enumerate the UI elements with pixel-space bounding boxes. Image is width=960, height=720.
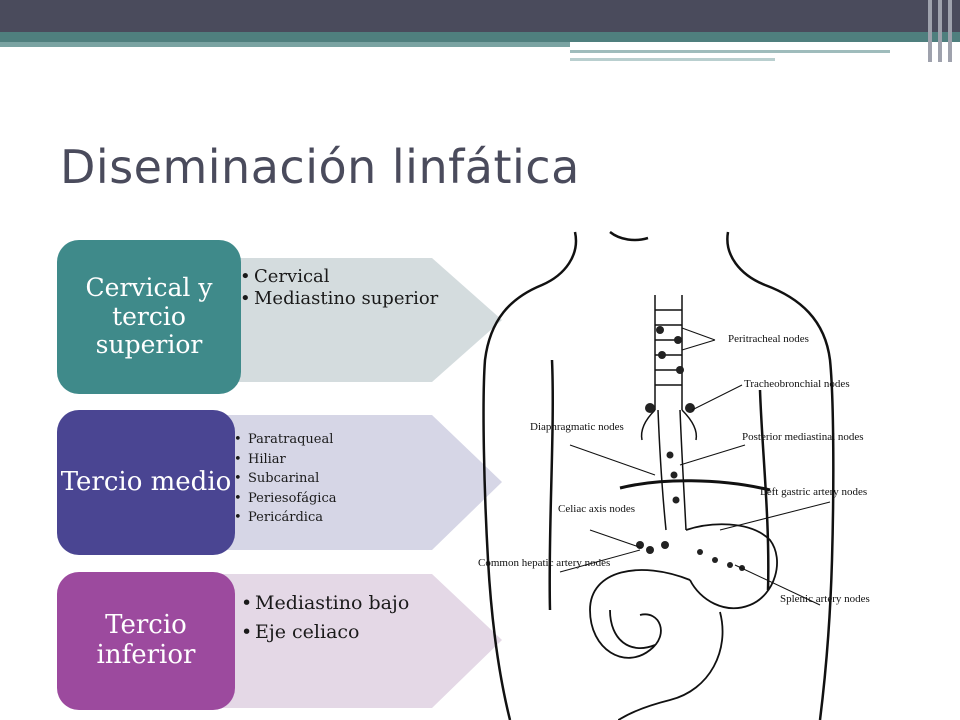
edge-decor-bar xyxy=(938,0,942,62)
label-common-hepatic: Common hepatic artery nodes xyxy=(478,557,610,569)
list-item: Paratraqueal xyxy=(234,430,424,450)
list-item: Mediastino superior xyxy=(240,288,440,310)
trachea xyxy=(640,295,698,441)
top-decor-bar xyxy=(0,0,960,32)
top-decor-stripe xyxy=(0,32,960,42)
group-heading: Tercio medio xyxy=(57,410,235,555)
top-decor-line-short xyxy=(570,58,775,61)
stomach xyxy=(685,523,778,610)
lymph-nodes xyxy=(636,326,745,571)
group-cervical: Cervical y tercio superior Cervical Medi… xyxy=(57,240,502,394)
list-item: Cervical xyxy=(240,266,440,288)
group-items: Paratraqueal Hiliar Subcarinal Periesofá… xyxy=(234,430,424,528)
list-item: Subcarinal xyxy=(234,469,424,489)
group-tercio-inferior: Tercio inferior Mediastino bajo Eje celi… xyxy=(57,572,502,712)
label-diaphragmatic: Diaphragmatic nodes xyxy=(530,421,624,433)
top-decor-stripe-light xyxy=(0,42,570,47)
body-outline xyxy=(482,230,835,720)
label-left-gastric: Left gastric artery nodes xyxy=(760,486,867,498)
esophagus xyxy=(657,409,687,531)
list-item: Eje celiaco xyxy=(241,621,431,644)
list-item: Mediastino bajo xyxy=(241,592,431,615)
label-splenic: Splenic artery nodes xyxy=(780,593,870,605)
group-heading: Cervical y tercio superior xyxy=(57,240,241,394)
top-decor-line xyxy=(570,50,890,53)
edge-decor-bar xyxy=(928,0,932,62)
list-item: Hiliar xyxy=(234,450,424,470)
group-arrow xyxy=(217,258,502,382)
lymph-node-anatomy-figure: Peritracheal nodes Tracheobronchial node… xyxy=(478,230,870,720)
label-tracheobronchial: Tracheobronchial nodes xyxy=(744,378,850,390)
group-heading: Tercio inferior xyxy=(57,572,235,710)
list-item: Pericárdica xyxy=(234,508,424,528)
group-items: Mediastino bajo Eje celiaco xyxy=(241,592,431,644)
leader-lines xyxy=(559,327,831,606)
edge-decor-bar xyxy=(948,0,952,62)
label-peritracheal: Peritracheal nodes xyxy=(728,333,809,345)
list-item: Periesofágica xyxy=(234,489,424,509)
slide-title: Diseminación linfática xyxy=(60,140,580,194)
intestine xyxy=(589,569,724,720)
diaphragm xyxy=(619,479,771,492)
label-posterior-mediastinal: Posterior mediastinal nodes xyxy=(742,431,864,443)
label-celiac-axis: Celiac axis nodes xyxy=(558,503,635,515)
group-items: Cervical Mediastino superior xyxy=(240,266,440,309)
group-tercio-medio: Tercio medio Paratraqueal Hiliar Subcari… xyxy=(57,410,502,555)
